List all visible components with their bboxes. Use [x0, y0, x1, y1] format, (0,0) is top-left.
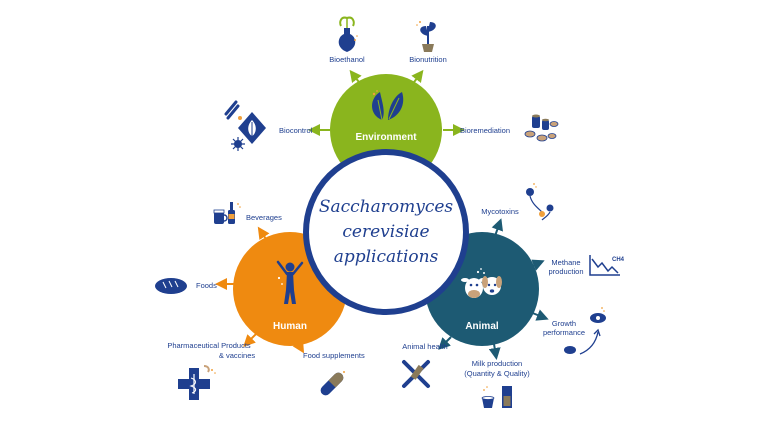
mycotoxin-mold-icon: [526, 183, 554, 221]
pharmacy-cross-icon: [178, 365, 216, 400]
center-title-line1: Saccharomyces: [319, 197, 454, 217]
methane-label-line1: Methane: [551, 258, 580, 267]
pharma-label-line1: Pharmaceutical Products: [167, 341, 251, 350]
milk-production-label-line1: Milk production: [472, 359, 522, 368]
food-supplements-label: Food supplements: [303, 351, 365, 360]
growth-label-line2: performance: [543, 328, 585, 337]
bioremediation-icon: [524, 114, 559, 142]
ch4-label: CH4: [612, 257, 625, 263]
center-title-line3: applications: [334, 247, 439, 267]
environment-title: Environment: [355, 132, 417, 143]
bionutrition-label: Bionutrition: [409, 55, 447, 64]
bread-icon: [155, 278, 187, 294]
milk-production-label-line2: (Quantity & Quality): [464, 369, 530, 378]
human-title: Human: [273, 321, 307, 332]
cow-dog-icon: [461, 268, 502, 298]
pharma-label-line2: & vaccines: [219, 351, 256, 360]
no-syringe-icon: [402, 360, 430, 388]
bioethanol-icon: [338, 16, 358, 52]
beverages-icon: [213, 202, 241, 224]
mycotoxins-label: Mycotoxins: [481, 207, 519, 216]
animal-title: Animal: [465, 321, 499, 332]
beverages-label: Beverages: [246, 213, 282, 222]
animal-health-label: Animal health: [402, 342, 447, 351]
foods-label: Foods: [196, 281, 217, 290]
milk-icon: [481, 386, 512, 408]
bioremediation-label: Bioremediation: [460, 126, 510, 135]
methane-chart-icon: CH4: [589, 255, 625, 276]
biocontrol-icon: [224, 100, 266, 151]
growth-label-line1: Growth: [552, 319, 576, 328]
methane-label-line2: production: [548, 267, 583, 276]
capsule-icon: [320, 371, 345, 396]
bionutrition-icon: [416, 21, 436, 52]
leaves-icon: [372, 90, 404, 121]
center-title-line2: cerevisiae: [342, 222, 429, 242]
growth-pig-icon: [564, 307, 606, 355]
center-node: Saccharomyces cerevisiae applications: [303, 149, 469, 315]
person-icon: [276, 260, 304, 304]
bioethanol-label: Bioethanol: [329, 55, 365, 64]
biocontrol-label: Biocontrol: [279, 126, 313, 135]
